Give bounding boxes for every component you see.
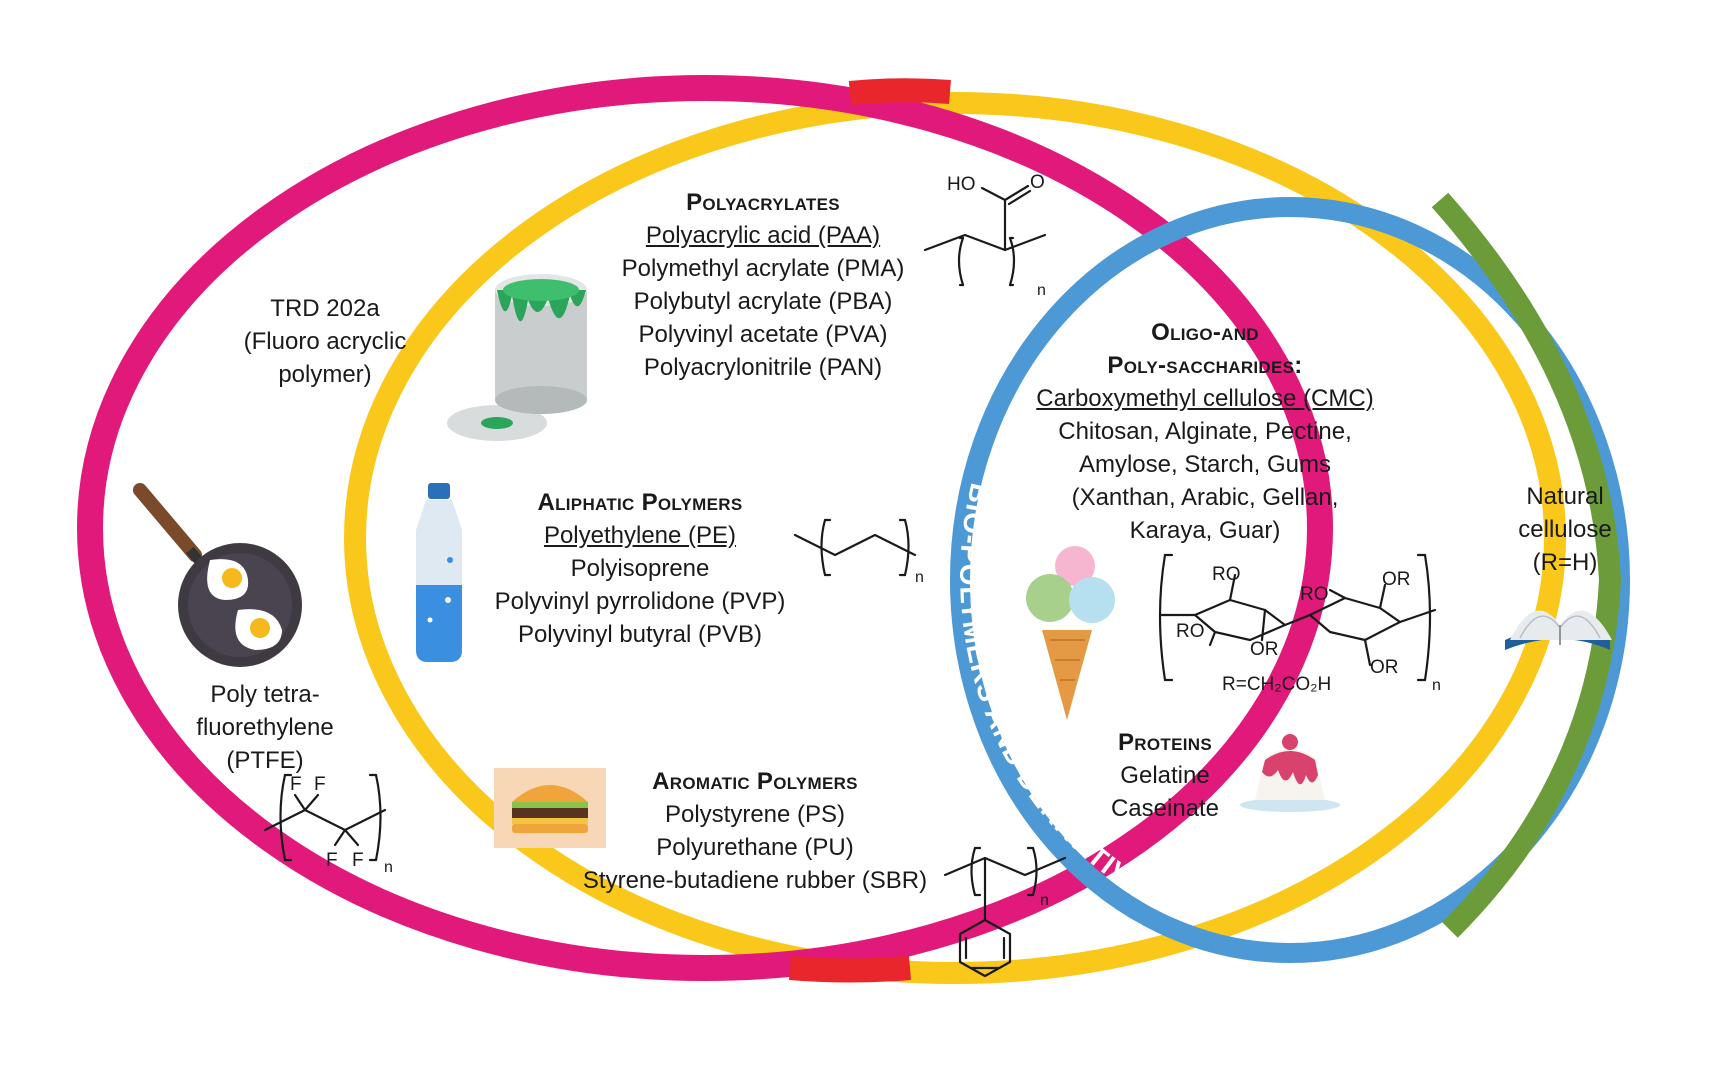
trd-line3: polymer): [278, 361, 372, 388]
ffree-ring: [344, 92, 1566, 984]
cmc-ro-2: RO: [1176, 621, 1205, 642]
aromatic-item: Polyurethane (PU): [656, 834, 854, 861]
saccharides-item: Karaya, Guar): [1129, 517, 1281, 544]
aromatic-item: Styrene-butadiene rubber (SBR): [582, 867, 928, 894]
aliphatic-title: Aliphatic Polymers: [537, 489, 743, 516]
cmc-or-3: OR: [1370, 657, 1399, 678]
paa-n-label: n: [1037, 282, 1046, 299]
polyacrylates-item: Polymethyl acrylate (PMA): [621, 255, 905, 282]
water-bottle-icon: [416, 483, 462, 662]
ptfe-f1-label: F: [290, 774, 302, 795]
ice-cream-icon: [1026, 546, 1115, 720]
saccharides-title-1: Oligo-and: [1151, 319, 1259, 346]
proteins-block: Proteins Gelatine Caseinate: [1080, 726, 1250, 825]
open-book-icon: [1505, 610, 1612, 650]
ptfe-line1: Poly tetra-: [210, 681, 320, 708]
paa-structure: HO O n: [923, 172, 1047, 299]
ps-n-label: n: [1040, 892, 1049, 909]
paint-can-icon: [447, 274, 587, 441]
ptfe-f3-label: F: [326, 850, 338, 871]
aliphatic-item: Polyisoprene: [570, 555, 710, 582]
ptfe-structure: F F F F n: [263, 773, 393, 876]
ptfe-block: Poly tetra- fluorethylene (PTFE): [175, 678, 355, 777]
ptfe-line3: (PTFE): [226, 747, 304, 774]
proteins-item: Caseinate: [1110, 795, 1220, 822]
polyacrylates-item: Polyacrylonitrile (PAN): [643, 354, 883, 381]
trd-line2: (Fluoro acryclic: [243, 328, 407, 355]
natural-cellulose-block: Natural cellulose (R=H): [1495, 480, 1635, 579]
cmc-or-1: OR: [1382, 569, 1411, 590]
polyacrylates-item: Polybutyl acrylate (PBA): [633, 288, 893, 315]
cmc-structure: RO RO RO OR OR OR R=CH₂CO₂H n: [1158, 553, 1441, 695]
trd-line1: TRD 202a: [270, 295, 380, 322]
saccharides-item: (Xanthan, Arabic, Gellan,: [1071, 484, 1339, 511]
aliphatic-block: Aliphatic Polymers Polyethylene (PE) Pol…: [470, 486, 810, 651]
proteins-item: Gelatine: [1120, 762, 1210, 789]
natural-cellulose-line2: cellulose: [1518, 516, 1612, 543]
overlap-red-bottom: [789, 956, 911, 983]
proteins-title: Proteins: [1118, 729, 1212, 756]
aliphatic-item: Polyethylene (PE): [543, 522, 737, 549]
ps-structure: n: [943, 846, 1067, 978]
aromatic-block: Aromatic Polymers Polystyrene (PS) Polyu…: [565, 765, 945, 897]
ptfe-f4-label: F: [352, 850, 364, 871]
ptfe-n-label: n: [384, 859, 393, 876]
polyacrylates-title: Polyacrylates: [686, 189, 840, 216]
cmc-n-label: n: [1432, 677, 1441, 694]
polyacrylates-block: Polyacrylates Polyacrylic acid (PAA) Pol…: [588, 186, 938, 384]
water-ring: [77, 75, 1333, 981]
ptfe-line2: fluorethylene: [196, 714, 334, 741]
paa-o-label: O: [1030, 172, 1045, 193]
saccharides-item: Amylose, Starch, Gums: [1078, 451, 1332, 478]
cmc-or-2: OR: [1250, 639, 1279, 660]
polyacrylates-item: Polyacrylic acid (PAA): [645, 222, 881, 249]
ptfe-f2-label: F: [314, 774, 326, 795]
paa-ho-label: HO: [947, 174, 976, 195]
cmc-ro-1: RO: [1212, 564, 1241, 585]
saccharides-title-2: Poly-saccharides:: [1107, 352, 1303, 379]
aliphatic-item: Polyvinyl butyral (PVB): [517, 621, 763, 648]
saccharides-item: Chitosan, Alginate, Pectine,: [1058, 418, 1352, 445]
natural-cellulose-line3: (R=H): [1532, 549, 1598, 576]
aromatic-title: Aromatic Polymers: [652, 768, 858, 795]
burger-icon: [494, 768, 606, 848]
trd-block: TRD 202a (Fluoro acryclic polymer): [235, 292, 415, 391]
ffree-ring-label: F-FREE: [1100, 54, 1219, 101]
natural-cellulose-line1: Natural: [1526, 483, 1604, 510]
cmc-ro-3: RO: [1300, 584, 1329, 605]
aliphatic-item: Polyvinyl pyrrolidone (PVP): [494, 588, 786, 615]
overlap-red-top: [848, 78, 951, 105]
polyacrylates-item: Polyvinyl acetate (PVA): [638, 321, 888, 348]
pe-structure: n: [793, 518, 924, 586]
saccharides-item: Carboxymethyl cellulose (CMC): [1036, 385, 1374, 412]
cmc-r-formula: R=CH₂CO₂H: [1222, 674, 1331, 695]
overlap-green: [1431, 192, 1622, 938]
pe-n-label: n: [915, 569, 924, 586]
aromatic-item: Polystyrene (PS): [664, 801, 846, 828]
saccharides-block: Oligo-and Poly-saccharides: Carboxymethy…: [1025, 316, 1385, 547]
pudding-icon: [1240, 734, 1340, 812]
frying-pan-icon: [133, 483, 302, 667]
